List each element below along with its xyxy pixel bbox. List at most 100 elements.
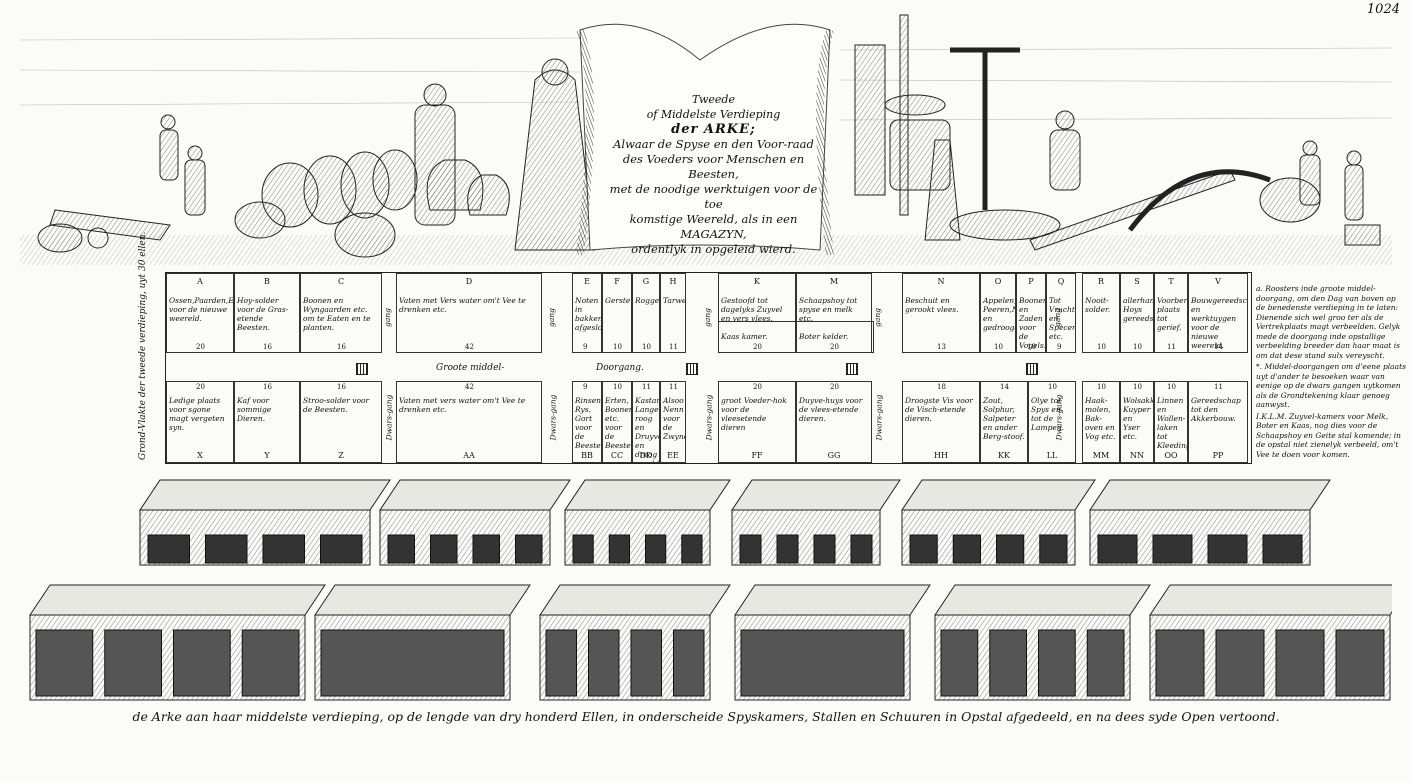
iso-roof — [139, 479, 391, 511]
plan-number: 9 — [583, 383, 588, 391]
plan-letter: F — [614, 277, 620, 286]
isometric-view — [29, 479, 1392, 701]
plan-letter: FF — [751, 451, 763, 460]
plan-number: 11 — [1167, 343, 1176, 351]
iso-stall — [572, 534, 594, 564]
iso-stall — [320, 534, 363, 564]
plan-number: 16 — [337, 343, 346, 351]
iso-stall — [608, 534, 630, 564]
plan-number: 42 — [465, 383, 474, 391]
plan-letter: LL — [1046, 451, 1058, 460]
plan-letter: CC — [610, 451, 624, 460]
plan-letter: K — [754, 277, 760, 286]
plan-corridor-label: Doorgang. — [596, 363, 644, 373]
plan-room-nn: Wolsakken Kuyper en Yser etc. — [1120, 381, 1154, 463]
plan-letter: Y — [264, 451, 270, 460]
plan-letter: T — [1168, 277, 1174, 286]
plan-number: 20 — [196, 343, 205, 351]
plan-room-ff: groot Voeder-hok voor de vleesetende die… — [718, 381, 796, 463]
gang-label: gang — [1052, 308, 1062, 327]
iso-stall — [940, 629, 979, 697]
plan-letter: V — [1215, 277, 1221, 286]
right-scene — [854, 14, 1381, 251]
plan-number: 18 — [937, 383, 946, 391]
plan-room-a: Ossen,Paarden,Ezels, voor de nieuwe weer… — [166, 273, 234, 353]
iso-stall — [1215, 629, 1265, 697]
iso-roof — [1149, 584, 1392, 616]
legend-note: I.K.L.M. Zuyvel-kamers voor Melk, Boter … — [1256, 411, 1401, 459]
plan-number: 10 — [994, 343, 1003, 351]
iso-stall — [996, 534, 1025, 564]
iso-roof — [731, 479, 901, 511]
plan-room-i-sub: Kaas kamer. — [718, 321, 796, 353]
iso-stall — [1155, 629, 1205, 697]
iso-roof — [539, 584, 731, 616]
dwars-gang-label: Dwars-gang — [548, 394, 558, 441]
legend: a. Roosters inde groote middel-doorgang,… — [1256, 284, 1406, 461]
plan-number: 20 — [753, 343, 762, 351]
plan-room-x: Ledige plaats voor sgone magt vergeten s… — [166, 381, 234, 463]
iso-stall — [515, 534, 543, 564]
plan-letter: HH — [934, 451, 948, 460]
plan-number: 14 — [1214, 343, 1223, 351]
iso-stall — [740, 629, 905, 697]
plan-letter: Q — [1057, 277, 1065, 286]
plan-letter: D — [465, 277, 473, 286]
plan-room-c: Boonen en Wyngaarden etc. om te Eaten en… — [300, 273, 382, 353]
iso-roof — [1089, 479, 1331, 511]
iso-stall — [776, 534, 799, 564]
iso-stall — [909, 534, 938, 564]
plan-number: 10 — [1133, 383, 1142, 391]
plan-room-ee: Alsoo Nenn voor de Zwynen. — [660, 381, 686, 463]
iso-stall — [147, 534, 190, 564]
plan-room-z: Stroo-solder voor de Beesten. — [300, 381, 382, 463]
grate-icon — [1026, 363, 1038, 375]
side-label-text: Grond-Vlakte der tweede verdieping, uyt … — [138, 231, 148, 460]
plan-letter: O — [994, 277, 1002, 286]
title-line: der ARKE; — [671, 122, 756, 137]
grate-icon — [686, 363, 698, 375]
plan-room-g: Rogge. — [632, 273, 660, 353]
floor-plan: Ossen,Paarden,Ezels, voor de nieuwe weer… — [165, 272, 1252, 464]
plan-room-kk: Zout, Solphur, Salpeter en ander Berg-st… — [980, 381, 1028, 463]
iso-stall — [1335, 629, 1385, 697]
plan-number: 10 — [613, 383, 622, 391]
plan-letter: NN — [1130, 451, 1144, 460]
iso-roof — [29, 584, 326, 616]
plan-number: 10 — [642, 343, 651, 351]
iso-stall — [387, 534, 415, 564]
iso-stall — [1038, 629, 1076, 697]
iso-roof — [901, 479, 1096, 511]
plan-letter: AA — [463, 451, 475, 460]
iso-stall — [320, 629, 505, 697]
legend-note: a. Roosters inde groote middel-doorgang,… — [1256, 284, 1401, 360]
plan-room-pp: Gereedschap tot den Akkerbouw. — [1188, 381, 1248, 463]
plan-number: 10 — [613, 343, 622, 351]
title-line: Tweede — [692, 93, 735, 106]
plan-room-h: Tarwe. — [660, 273, 686, 353]
title-cartouche: Tweede of Middelste Verdieping der ARKE;… — [606, 92, 821, 257]
iso-stall — [1207, 534, 1248, 564]
dwars-gang-label: Dwars-gang — [874, 394, 884, 441]
iso-roof — [734, 584, 931, 616]
gang-label: gang — [872, 308, 882, 327]
iso-stall — [545, 629, 577, 697]
iso-stall — [630, 629, 662, 697]
iso-stall — [813, 534, 836, 564]
plan-letter: A — [197, 277, 203, 286]
plan-letter: PP — [1212, 451, 1224, 460]
plan-room-f: Gerste. — [602, 273, 632, 353]
iso-stall — [241, 629, 300, 697]
plan-letter: H — [669, 277, 677, 286]
side-label: Grond-Vlakte der tweede verdieping, uyt … — [118, 232, 158, 460]
plan-number: 16 — [337, 383, 346, 391]
iso-stall — [430, 534, 458, 564]
plan-room-gg: Duyve-huys voor de vlees-etende dieren. — [796, 381, 872, 463]
plan-number: 13 — [937, 343, 946, 351]
plan-number: 20 — [830, 343, 839, 351]
iso-stall — [681, 534, 703, 564]
iso-stall — [1262, 534, 1303, 564]
plan-room-hh: Droogste Vis voor de Visch-etende dieren… — [902, 381, 980, 463]
title-line: Alwaar de Spyse en den Voor-raad — [613, 137, 814, 151]
